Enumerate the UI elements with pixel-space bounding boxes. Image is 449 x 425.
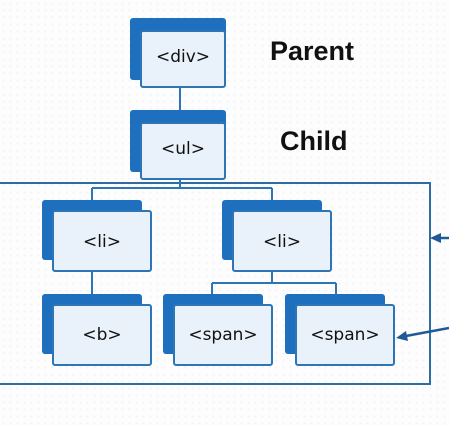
label-child: Child: [280, 126, 348, 156]
node-ul-text: <ul>: [161, 139, 205, 159]
node-span-1-face: [173, 304, 273, 366]
node-b-text: <b>: [82, 325, 122, 345]
arrow-to-span: [405, 326, 449, 338]
node-li-right-face: [232, 210, 332, 272]
node-li-left-face: [52, 210, 152, 272]
node-span-1: <span>: [163, 294, 273, 368]
arrow-to-span-head: [396, 331, 408, 341]
node-li-left-text: <li>: [83, 232, 121, 252]
node-ul: <ul>: [130, 110, 230, 182]
node-b: <b>: [42, 294, 152, 368]
node-div: <div>: [130, 18, 230, 90]
node-span-2-text: <span>: [310, 325, 380, 345]
node-span-2: <span>: [285, 294, 395, 368]
arrow-to-group-head: [430, 233, 441, 243]
node-span-2-face: [295, 304, 395, 366]
node-li-left: <li>: [42, 200, 152, 274]
node-li-right-text: <li>: [263, 232, 301, 252]
node-li-right: <li>: [222, 200, 332, 274]
children-group-box: [0, 182, 431, 385]
node-div-text: <div>: [155, 47, 211, 67]
node-b-face: [52, 304, 152, 366]
label-parent: Parent: [270, 36, 355, 66]
node-ul-face: [140, 122, 226, 180]
node-div-face: [140, 30, 226, 88]
node-span-1-text: <span>: [188, 325, 258, 345]
